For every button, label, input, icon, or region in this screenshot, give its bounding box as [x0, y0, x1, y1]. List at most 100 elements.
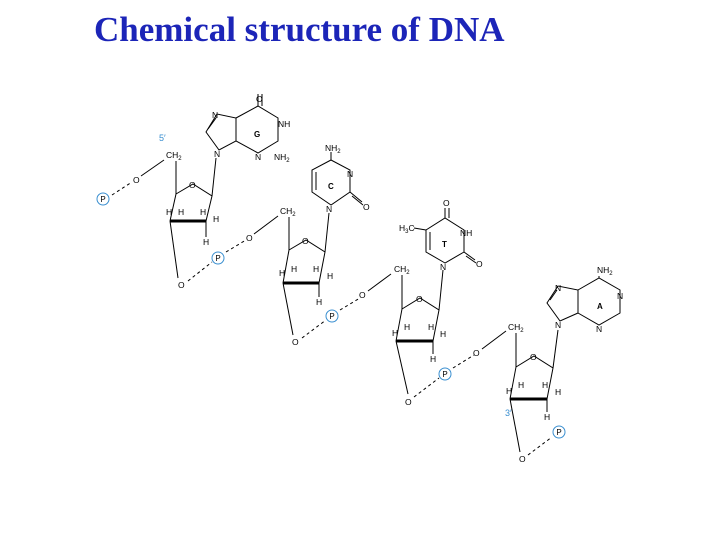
base-letter-a: A — [597, 302, 603, 311]
phosphate-label: P — [556, 428, 561, 437]
glycosidic-bond — [552, 329, 559, 369]
purine-five-ring — [546, 285, 579, 322]
sugar-ring — [401, 297, 440, 342]
nitrogen-atom: N — [255, 152, 261, 162]
base-letter-g: G — [254, 130, 260, 139]
page-title: Chemical structure of DNA — [94, 10, 505, 49]
oxygen-atom: O — [476, 259, 483, 269]
nitrogen-atom: N — [555, 320, 561, 330]
double-bond — [465, 255, 477, 264]
ring-oxygen: O — [302, 236, 309, 246]
bond — [253, 215, 279, 235]
hydrogen-atom: H — [428, 322, 434, 332]
ch2-label: CH2 — [280, 206, 296, 218]
bond — [463, 251, 476, 261]
phosphate-label: P — [215, 254, 220, 263]
nitrogen-atom: N — [347, 169, 353, 179]
sugar-ring — [282, 249, 290, 284]
nh2-label: NH2 — [274, 152, 290, 164]
ch2-label: CH2 — [394, 264, 410, 276]
nitrogen-atom: N — [617, 291, 623, 301]
bond — [111, 181, 133, 196]
hydrogen-atom: H — [313, 264, 319, 274]
phosphate-label: P — [329, 312, 334, 321]
nucleotide-c: CH2 O H H H H H O N NH2 N O C — [279, 143, 370, 347]
hydrogen-atom: H — [213, 214, 219, 224]
hydrogen-atom: H — [392, 328, 398, 338]
base-letter-c: C — [328, 182, 334, 191]
hydrogen-atom: H — [178, 207, 184, 217]
nh2-label: NH2 — [597, 265, 613, 277]
hydrogen-atom: H — [440, 329, 446, 339]
hydrogen-atom: H — [506, 386, 512, 396]
ch2-label: CH2 — [166, 150, 182, 162]
hydrogen-atom: H — [279, 268, 285, 278]
sugar-ring — [288, 239, 326, 284]
bond — [395, 340, 409, 395]
bond — [282, 282, 294, 336]
ring-oxygen: O — [530, 352, 537, 362]
nitrogen-atom: N — [596, 324, 602, 334]
purine-five-ring — [205, 113, 237, 151]
nitrogen-atom: N — [326, 204, 332, 214]
nucleotide-t: CH2 O H H H H H O N O NH O H3C T — [392, 198, 483, 407]
glycosidic-bond — [211, 157, 217, 197]
nucleotide-g: CH2 O H H H H H O N O N NH N NH2 G — [166, 94, 290, 290]
bond — [452, 354, 475, 369]
oxygen-atom: O — [246, 233, 253, 243]
phosphate-circle — [96, 192, 110, 206]
bond — [413, 377, 440, 398]
nh2-label: NH2 — [325, 143, 341, 155]
phosphate-circle — [438, 367, 452, 381]
sugar-ring — [175, 183, 213, 222]
double-bond — [207, 117, 217, 130]
oxygen-atom: O — [133, 175, 140, 185]
nucleotide-a: CH2 O H H H H H O N N NH2 N N A — [506, 265, 623, 464]
hydrogen-atom: H — [327, 271, 333, 281]
bond — [225, 239, 247, 253]
phosphate-circle — [552, 425, 566, 439]
oxygen-atom: O — [519, 454, 526, 464]
ring-oxygen: O — [189, 180, 196, 190]
hydrogen-atom: H — [166, 207, 172, 217]
hydrogen-atom: H — [518, 380, 524, 390]
oxygen-atom: O — [443, 198, 450, 208]
nh-label: NH — [460, 228, 472, 238]
base-letter-t: T — [442, 240, 447, 249]
phosphate-circle — [211, 251, 225, 265]
bond — [339, 297, 361, 311]
nh-label: NH — [278, 119, 290, 129]
phosphate-2: P — [325, 309, 339, 323]
oxygen-atom: O — [359, 290, 366, 300]
hydrogen-atom: H — [544, 412, 550, 422]
double-bond — [549, 289, 558, 301]
bond — [140, 159, 165, 177]
five-prime-label: 5′ — [159, 133, 166, 143]
phosphate-circle — [325, 309, 339, 323]
nitrogen-atom: N — [555, 283, 561, 293]
hydrogen-atom: H — [404, 322, 410, 332]
glycosidic-bond — [324, 212, 330, 253]
hydrogen-atom: H — [316, 297, 322, 307]
hydrogen-atom: H — [542, 380, 548, 390]
three-prime-label: 3′ — [505, 408, 512, 418]
ch2-label: CH2 — [508, 322, 524, 334]
bond — [349, 191, 363, 203]
bond — [301, 319, 327, 339]
hydrogen-atom: H — [555, 387, 561, 397]
sugar-ring — [395, 308, 403, 342]
bond — [509, 398, 521, 453]
hydrogen-atom: H — [291, 264, 297, 274]
hydrogen-atom: H — [203, 237, 209, 247]
oxygen-atom: O — [473, 348, 480, 358]
bond — [413, 227, 427, 231]
ring-oxygen: O — [416, 294, 423, 304]
phosphate-1: P — [211, 251, 225, 265]
bond — [169, 220, 179, 279]
oxygen-atom: O — [292, 337, 299, 347]
bond — [367, 273, 392, 292]
phosphate-0: P — [96, 192, 110, 206]
oxygen-atom: O — [178, 280, 185, 290]
bond — [481, 330, 507, 350]
